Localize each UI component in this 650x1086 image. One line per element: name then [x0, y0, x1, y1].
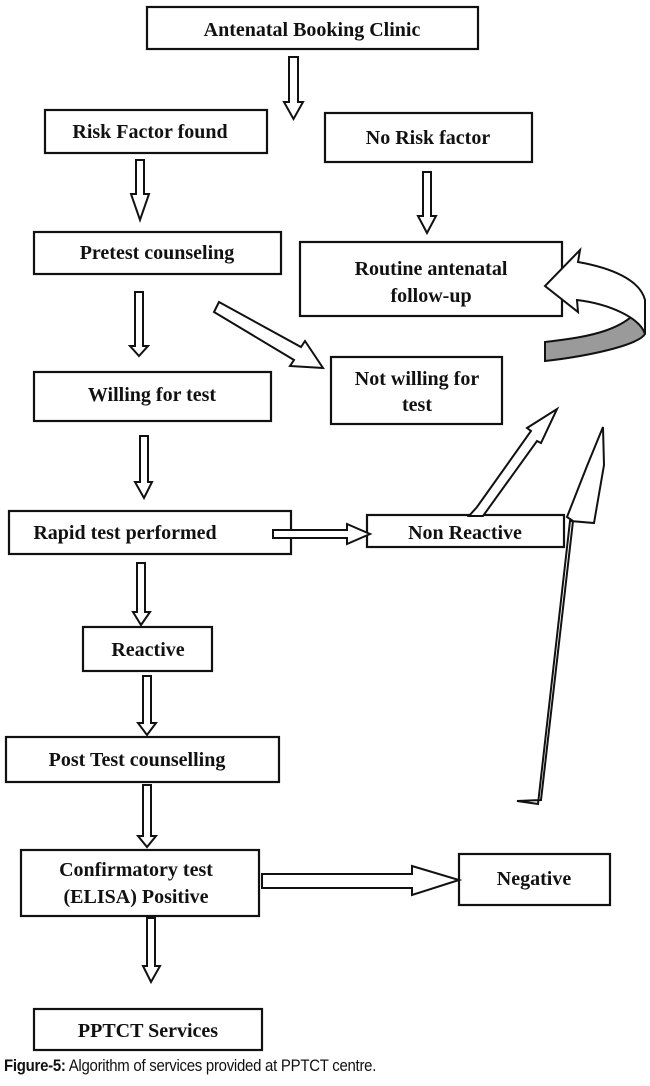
node-label: Antenatal Booking Clinic	[204, 19, 421, 41]
arrow-down-pretest-to-willing	[127, 291, 151, 358]
arrow-down-rapid-to-reactive	[131, 562, 152, 627]
node-antenatal-booking: Antenatal Booking Clinic	[145, 5, 480, 51]
node-label: Not willing for	[355, 368, 480, 390]
node-box	[19, 848, 261, 918]
node-no-risk-factor: No Risk factor	[323, 111, 534, 164]
curved-arrow-shaft	[543, 247, 646, 335]
node-reactive: Reactive	[81, 625, 214, 673]
node-label: follow-up	[390, 285, 471, 307]
node-label: Confirmatory test	[59, 859, 213, 881]
node-label: PPTCT Services	[78, 1020, 218, 1042]
node-box	[457, 852, 612, 907]
figure-caption: Figure-5: Algorithm of services provided…	[4, 1056, 376, 1076]
caption-text: Algorithm of services provided at PPTCT …	[65, 1056, 377, 1075]
node-box	[298, 240, 564, 318]
node-non-reactive: Non Reactive	[365, 513, 566, 549]
node-box	[32, 1007, 264, 1052]
node-box	[323, 111, 534, 164]
node-box	[7, 509, 293, 556]
node-rapid-test-performed: Rapid test performed	[7, 509, 293, 556]
node-willing-for-test: Willing for test	[32, 370, 273, 423]
node-box	[4, 735, 281, 784]
node-box	[145, 5, 480, 51]
node-confirmatory-test: Confirmatory test (ELISA) Positive	[19, 848, 261, 918]
arrow-up-nonreactive-to-routine	[466, 406, 560, 517]
node-box	[32, 230, 283, 276]
node-not-willing-for-test: Not willing for test	[329, 355, 504, 426]
arrow-down-posttest-to-confirmatory	[135, 784, 159, 849]
node-label: test	[402, 394, 432, 416]
node-box	[43, 108, 269, 155]
node-pretest-counseling: Pretest counseling	[32, 230, 283, 276]
node-label: Non Reactive	[408, 522, 522, 544]
node-box	[81, 625, 214, 673]
node-label: Rapid test performed	[33, 522, 216, 544]
node-label: Reactive	[111, 639, 184, 661]
arrow-down-willing-to-rapid	[133, 435, 154, 501]
node-label: Risk Factor found	[72, 121, 227, 143]
node-risk-factor-found: Risk Factor found	[43, 108, 269, 155]
node-label: Post Test counselling	[49, 749, 226, 771]
node-label: (ELISA) Positive	[64, 886, 209, 908]
node-pptct-services: PPTCT Services	[32, 1007, 264, 1052]
arrow-down-norisk-to-routine	[416, 171, 438, 236]
node-negative: Negative	[457, 852, 612, 907]
arrow-down-reactive-to-posttest	[136, 675, 158, 737]
arrow-right-rapid-to-nonreactive	[272, 522, 373, 546]
node-label: No Risk factor	[366, 127, 491, 149]
node-box	[32, 370, 273, 423]
node-box	[329, 355, 504, 426]
node-label: Willing for test	[88, 384, 216, 406]
node-label: Negative	[497, 868, 572, 890]
node-label: Pretest counseling	[80, 242, 235, 264]
curved-arrow-to-routine	[543, 247, 646, 363]
node-post-test-counselling: Post Test counselling	[4, 735, 281, 784]
arrow-down-confirmatory-to-pptct	[141, 917, 162, 985]
arrow-up-negative-to-routine	[516, 426, 606, 806]
arrow-down-risk-to-pretest	[129, 159, 151, 224]
node-label: Routine antenatal	[355, 258, 508, 280]
arrow-down-booking	[282, 56, 305, 122]
arrow-right-confirmatory-to-negative	[261, 864, 463, 897]
caption-label: Figure-5:	[4, 1056, 66, 1075]
arrow-diagonal-pretest-to-notwilling	[212, 300, 325, 370]
node-routine-antenatal: Routine antenatal follow-up	[298, 240, 564, 318]
node-box	[365, 513, 566, 549]
